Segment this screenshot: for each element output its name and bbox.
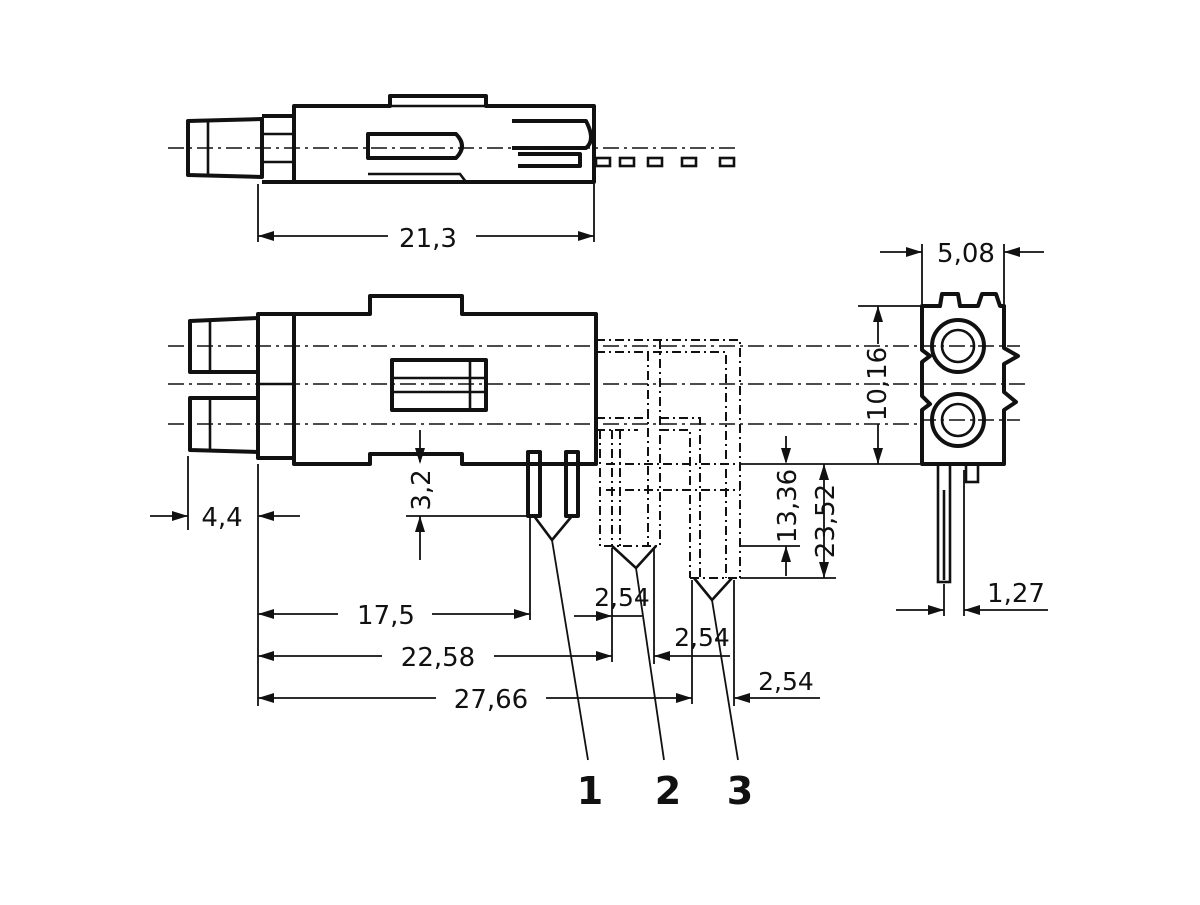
dimension-body-height: 10,16	[863, 347, 893, 421]
dimension-pin-offset: 3,2	[407, 469, 437, 510]
dimension-height-a: 13,36	[773, 469, 803, 543]
dimension-front-offset: 4,4	[201, 503, 242, 533]
end-view: 5,08 10,16 1,27	[858, 239, 1048, 616]
dimension-pin-spacing-c: 2,54	[758, 667, 814, 696]
side-view-pin-1	[526, 450, 580, 518]
side-view-phantom-pins	[596, 339, 741, 579]
dimension-height-b: 23,52	[811, 484, 841, 558]
dimension-pin-width: 1,27	[987, 579, 1045, 609]
dimension-pin1-distance: 17,5	[357, 601, 415, 631]
top-view-leads	[594, 156, 736, 168]
callout-pin-1: 1	[577, 769, 603, 813]
dimension-pitch-width: 5,08	[937, 239, 995, 269]
side-view-dimensions: 3,2 4,4 17,5 22,58 27,66 2,54	[150, 430, 920, 715]
side-view	[168, 294, 1030, 602]
dimension-pin2-distance: 22,58	[401, 643, 475, 673]
callout-pin-2: 2	[655, 769, 681, 813]
end-view-leads	[936, 462, 980, 584]
top-view: 21,3	[168, 94, 740, 254]
dimension-pin-spacing-b: 2,54	[674, 623, 730, 652]
pin-callouts: 1 2 3	[551, 539, 753, 813]
dimension-pin3-distance: 27,66	[454, 685, 528, 715]
dimension-top-length: 21,3	[399, 224, 457, 254]
callout-pin-3: 3	[727, 769, 753, 813]
